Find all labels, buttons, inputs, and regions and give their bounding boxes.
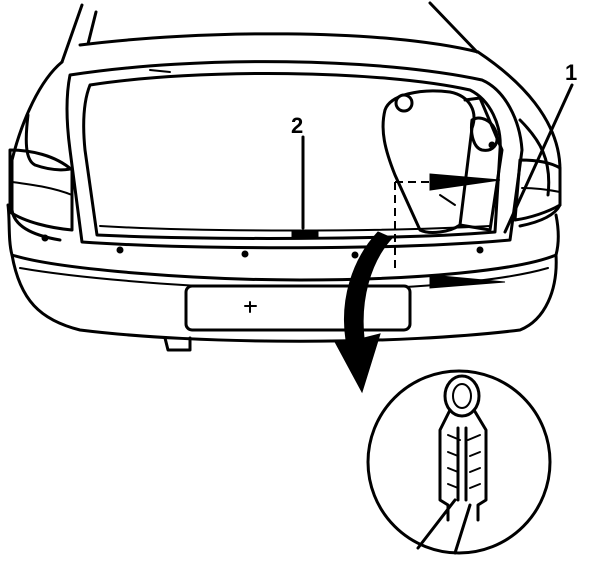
license-plate-recess	[184, 284, 412, 332]
arrow-right-icon	[429, 173, 501, 191]
trunk-opening-frame	[65, 60, 524, 250]
latch-striker-icon	[291, 229, 319, 239]
left-taillight	[8, 148, 74, 232]
cap-icon	[394, 93, 414, 113]
callout-1-leader	[503, 83, 574, 234]
weatherstrip-magnified-inset	[366, 369, 552, 555]
arrow-right-icon	[429, 274, 506, 289]
magnify-arrow	[333, 231, 393, 394]
car-body-outline	[10, 50, 562, 242]
callout-label-2: 2	[291, 113, 304, 138]
callout-label-1: 1	[565, 60, 578, 85]
weatherstrip-detail-region	[394, 173, 506, 289]
right-taillight	[513, 158, 562, 222]
weatherstrip-bulb-icon	[443, 374, 481, 418]
trunk-floor	[99, 135, 491, 239]
spare-tire-cover	[381, 89, 504, 234]
rear-window-frame	[60, 1, 480, 64]
